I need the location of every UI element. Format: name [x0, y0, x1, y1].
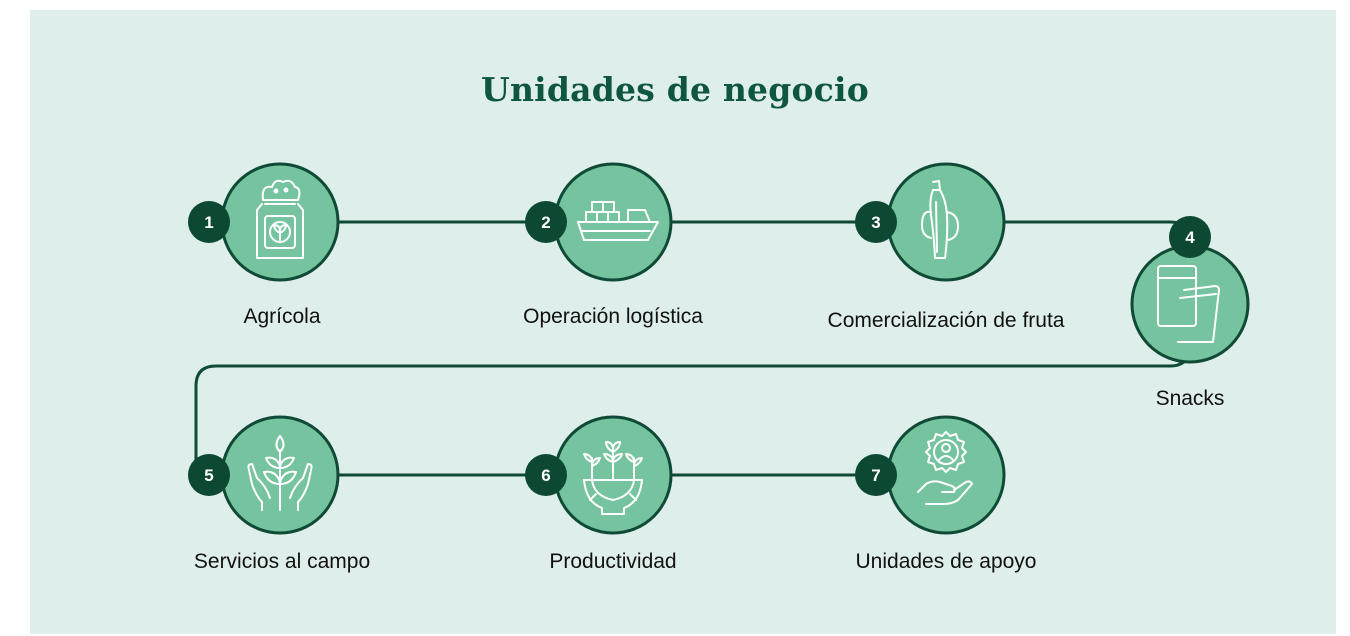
unit-node-3: 3	[855, 162, 1006, 282]
unit-node-1: 1	[188, 162, 340, 282]
badge-number-4: 4	[1185, 228, 1195, 247]
diagram-background	[30, 10, 1336, 634]
unit-circle-4	[1130, 244, 1250, 364]
unit-node-6: 6	[525, 415, 673, 535]
hand-gear-person-icon	[917, 431, 973, 505]
unit-circle-7	[886, 415, 1006, 535]
gear-plants-icon	[583, 441, 643, 515]
cargo-ship-icon	[577, 201, 659, 241]
badge-number-7: 7	[871, 466, 880, 485]
unit-circle-3	[886, 162, 1006, 282]
snack-packages-icon	[1157, 265, 1220, 343]
badge-number-1: 1	[204, 213, 213, 232]
badge-number-5: 5	[204, 466, 213, 485]
unit-node-4: 4	[1130, 216, 1250, 364]
hands-plant-icon	[247, 435, 313, 511]
connector-line	[194, 220, 1192, 477]
badge-4	[1169, 216, 1211, 258]
unit-label-1: Agrícola	[243, 305, 321, 328]
banana-icon	[921, 180, 959, 259]
badge-number-3: 3	[871, 213, 880, 232]
unit-label-5: Servicios al campo	[193, 550, 371, 573]
badge-2	[525, 201, 567, 243]
unit-node-2: 2	[525, 162, 673, 282]
badge-1	[188, 201, 230, 243]
diagram-title: Unidades de negocio	[481, 70, 869, 109]
unit-label-2: Operación logística	[523, 305, 703, 328]
badge-number-6: 6	[541, 466, 550, 485]
unit-label-7: Unidades de apoyo	[855, 550, 1037, 573]
unit-label-6: Productividad	[549, 550, 677, 573]
badge-5	[188, 454, 230, 496]
badge-6	[525, 454, 567, 496]
badge-3	[855, 201, 897, 243]
unit-label-3: Comercialización de fruta	[827, 309, 1065, 332]
badge-7	[855, 454, 897, 496]
seed-bag-icon	[256, 179, 304, 259]
badge-number-2: 2	[541, 213, 550, 232]
unit-node-7: 7	[855, 415, 1006, 535]
unit-label-4: Snacks	[1155, 387, 1225, 410]
unit-node-5: 5	[188, 415, 340, 535]
